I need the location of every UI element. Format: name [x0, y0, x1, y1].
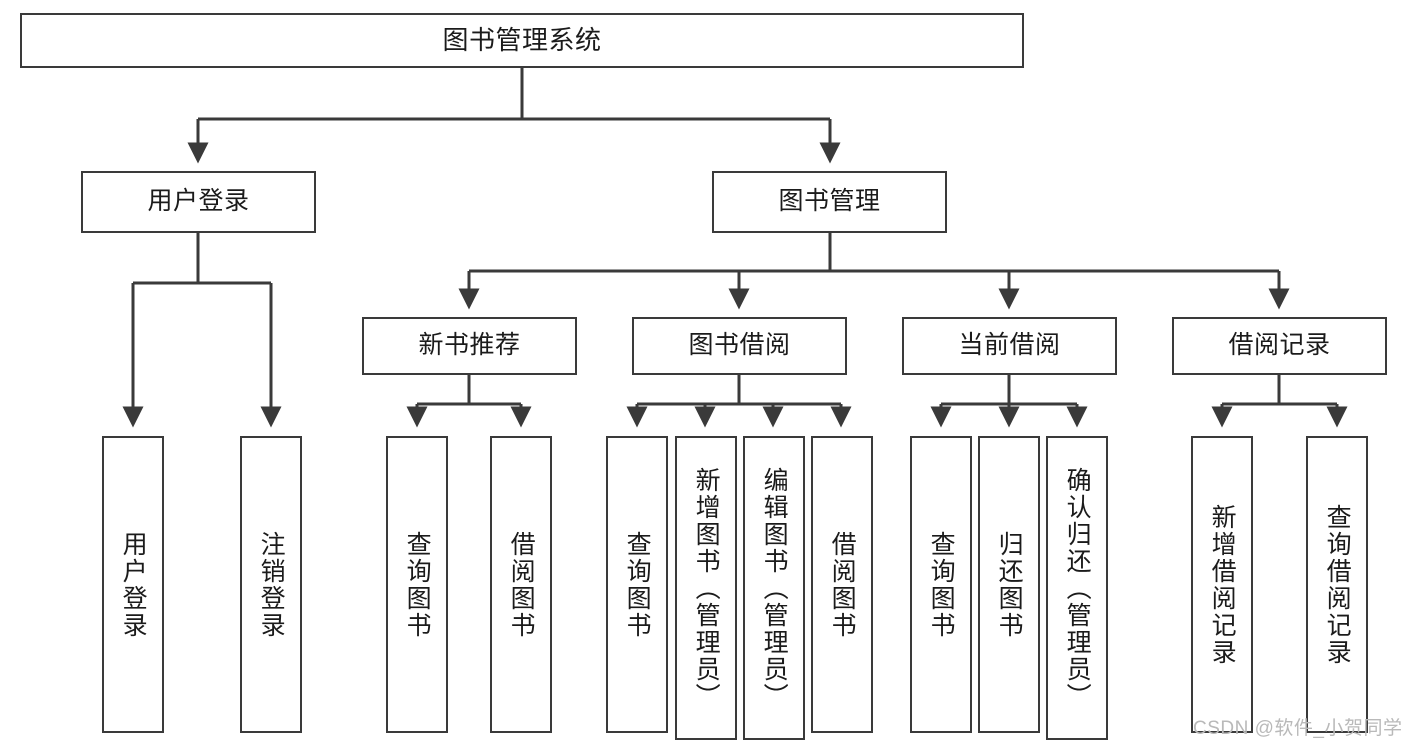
node-current-borrowing[interactable]: 当前借阅 [902, 317, 1117, 375]
node-borrow-records[interactable]: 借阅记录 [1172, 317, 1387, 375]
leaf-query-books-borrowing[interactable]: 查询图书 [606, 436, 668, 733]
node-label: 借阅图书 [507, 530, 536, 639]
node-label: 注销登录 [257, 530, 286, 639]
leaf-return-books[interactable]: 归还图书 [978, 436, 1040, 733]
leaf-add-borrow-record[interactable]: 新增借阅记录 [1191, 436, 1253, 733]
node-user-login[interactable]: 用户登录 [81, 171, 316, 233]
leaf-query-books-recommendation[interactable]: 查询图书 [386, 436, 448, 733]
leaf-query-books-current[interactable]: 查询图书 [910, 436, 972, 733]
node-label: 图书借阅 [688, 331, 791, 360]
leaf-borrow-books-recommendation[interactable]: 借阅图书 [490, 436, 552, 733]
node-label: 查询图书 [403, 530, 432, 639]
node-label: 当前借阅 [958, 331, 1061, 360]
leaf-confirm-return-admin[interactable]: 确认归还（管理员） [1046, 436, 1108, 740]
node-label: 新增借阅记录 [1208, 503, 1237, 666]
node-label: 查询借阅记录 [1323, 503, 1352, 666]
leaf-user-login[interactable]: 用户登录 [102, 436, 164, 733]
node-label: 编辑图书（管理员） [760, 466, 789, 710]
leaf-query-borrow-record[interactable]: 查询借阅记录 [1306, 436, 1368, 733]
node-label: 图书管理 [778, 187, 881, 216]
leaf-edit-book-admin[interactable]: 编辑图书（管理员） [743, 436, 805, 740]
node-label: 查询图书 [623, 530, 652, 639]
node-label: 确认归还（管理员） [1063, 466, 1092, 710]
node-label: 新书推荐 [418, 331, 521, 360]
node-root-book-management-system[interactable]: 图书管理系统 [20, 13, 1024, 68]
node-label: 用户登录 [147, 187, 250, 216]
node-book-borrowing[interactable]: 图书借阅 [632, 317, 847, 375]
node-label: 借阅记录 [1228, 331, 1331, 360]
leaf-logout[interactable]: 注销登录 [240, 436, 302, 733]
leaf-add-book-admin[interactable]: 新增图书（管理员） [675, 436, 737, 740]
node-label: 图书管理系统 [442, 25, 602, 56]
node-label: 新增图书（管理员） [692, 466, 721, 710]
node-new-book-recommendation[interactable]: 新书推荐 [362, 317, 577, 375]
node-label: 归还图书 [995, 530, 1024, 639]
node-book-management[interactable]: 图书管理 [712, 171, 947, 233]
node-label: 借阅图书 [828, 530, 857, 639]
leaf-borrow-books-borrowing[interactable]: 借阅图书 [811, 436, 873, 733]
node-label: 用户登录 [119, 530, 148, 639]
node-label: 查询图书 [927, 530, 956, 639]
